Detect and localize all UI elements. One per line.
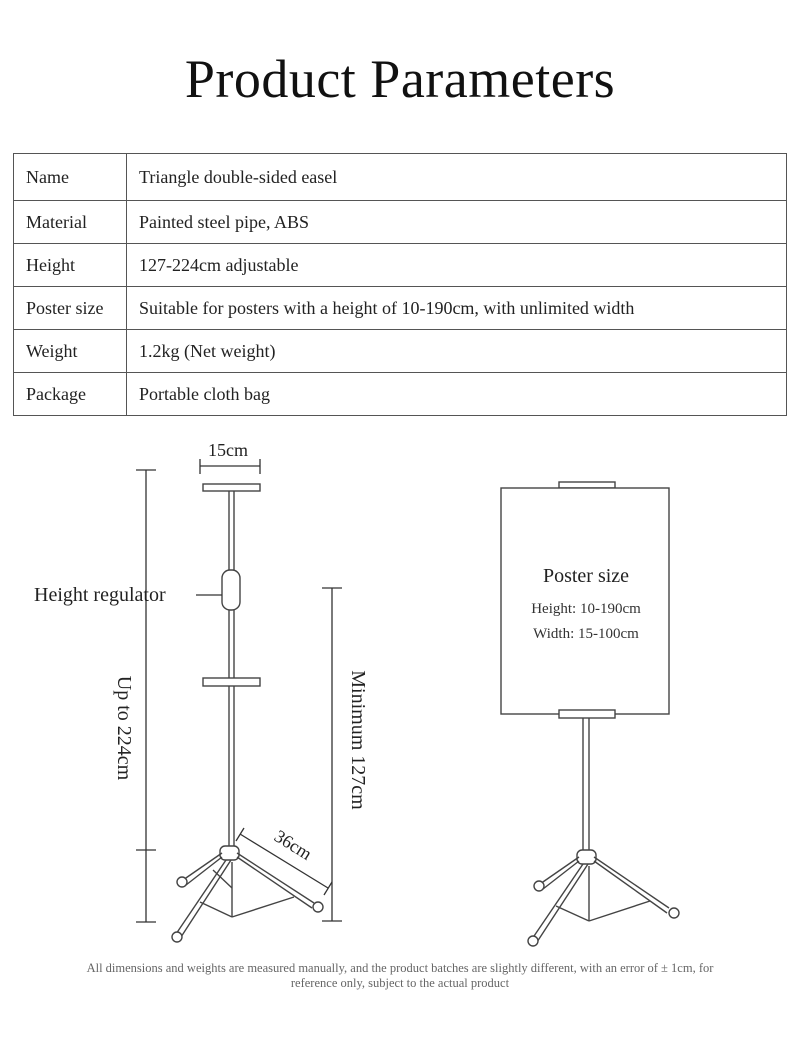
tripod-leg (531, 863, 584, 940)
table-row: Package Portable cloth bag (13, 372, 787, 416)
param-name-value: Triangle double-sided easel (126, 153, 787, 201)
foot (533, 880, 545, 892)
foot (527, 935, 539, 947)
page-title: Product Parameters (184, 49, 616, 109)
poster-board (500, 487, 670, 715)
param-name-key: Name (13, 153, 127, 201)
param-poster-size-key: Poster size (13, 286, 127, 330)
left-easel (171, 483, 324, 943)
leg-dimension (235, 827, 333, 896)
poster-title: Poster size (543, 565, 629, 587)
param-material-key: Material (13, 200, 127, 244)
width-label: 15cm (208, 440, 248, 460)
foot (176, 876, 188, 888)
tripod-hub (219, 845, 240, 861)
disclaimer-note: All dimensions and weights are measured … (86, 961, 714, 990)
table-row: Height 127-224cm adjustable (13, 243, 787, 287)
middle-bar (202, 677, 261, 687)
foot (668, 907, 680, 919)
min-height-label: Minimum 127cm (347, 670, 369, 810)
max-height-dimension (136, 469, 156, 923)
min-height-dimension (322, 587, 342, 922)
poster-height: Height: 10-190cm (531, 601, 641, 617)
param-weight-key: Weight (13, 329, 127, 373)
param-height-key: Height (13, 243, 127, 287)
param-package-value: Portable cloth bag (126, 372, 787, 416)
top-bar (202, 483, 261, 492)
poster-top-clip (558, 481, 616, 489)
param-height-value: 127-224cm adjustable (126, 243, 787, 287)
parameters-table: Name Triangle double-sided easel Materia… (13, 153, 787, 416)
leg-label: 36cm (271, 826, 316, 864)
param-package-key: Package (13, 372, 127, 416)
param-weight-value: 1.2kg (Net weight) (126, 329, 787, 373)
tripod-leg (539, 856, 580, 885)
foot (312, 901, 324, 913)
width-dimension (199, 459, 261, 474)
poster-bottom-clip (558, 709, 616, 719)
tripod-leg (593, 856, 670, 909)
foot (171, 931, 183, 943)
table-row: Weight 1.2kg (Net weight) (13, 329, 787, 373)
poster-width: Width: 15-100cm (533, 626, 639, 642)
table-row: Poster size Suitable for posters with a … (13, 286, 787, 330)
tripod-hub (576, 849, 597, 865)
right-easel (500, 481, 680, 947)
tripod-leg (175, 859, 227, 935)
regulator-label: Height regulator (34, 584, 166, 606)
tripod-leg (236, 852, 315, 904)
table-row: Name Triangle double-sided easel (13, 153, 787, 201)
max-height-label: Up to 224cm (113, 676, 135, 781)
tripod-leg (182, 852, 223, 881)
height-regulator (221, 569, 241, 611)
